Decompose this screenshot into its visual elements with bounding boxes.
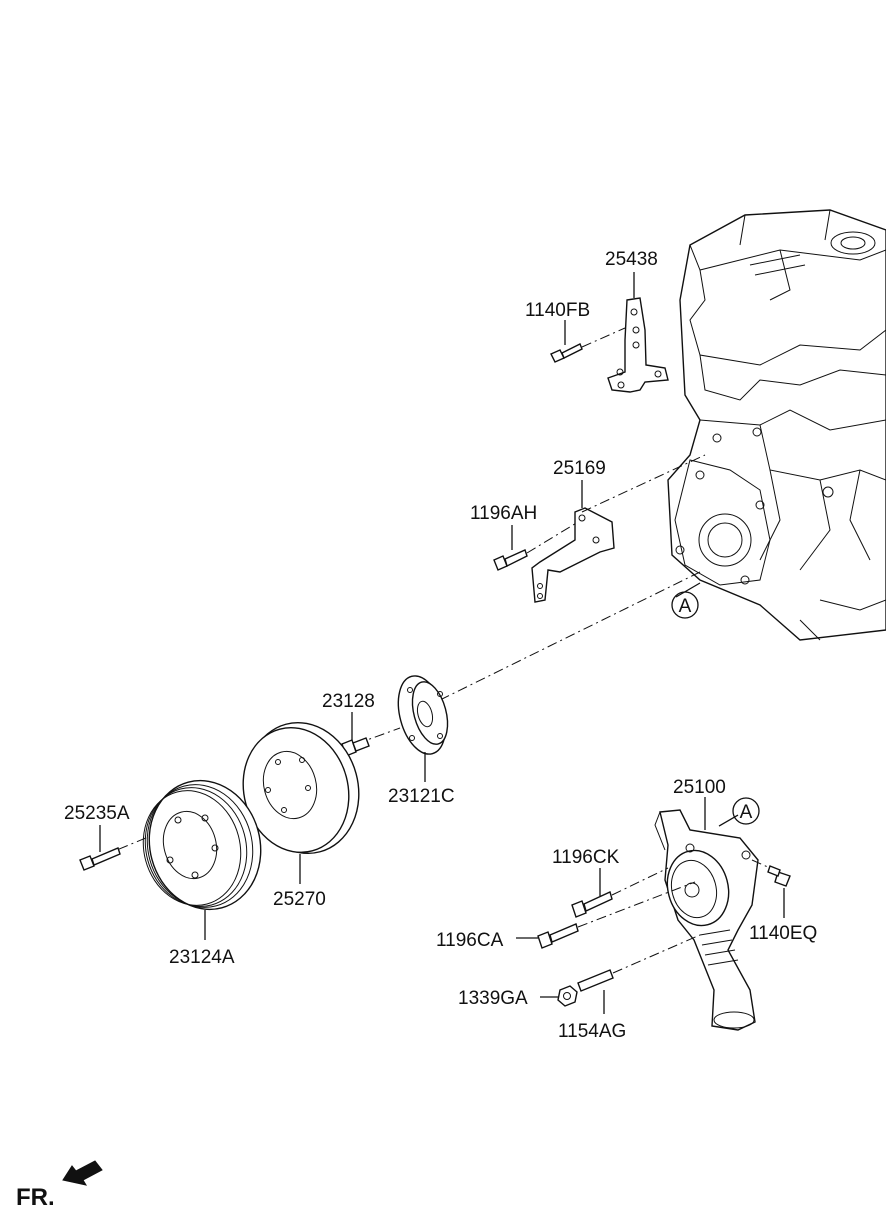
front-indicator-label: FR.	[16, 1184, 55, 1211]
front-direction-arrow-icon	[62, 1160, 103, 1186]
bracket-25169	[531, 507, 615, 603]
pulley-23124A	[142, 779, 262, 911]
label-1140EQ: 1140EQ	[749, 923, 817, 944]
label-23128: 23128	[322, 691, 375, 712]
damper-25270	[242, 721, 360, 855]
label-1339GA: 1339GA	[458, 988, 528, 1009]
label-1196AH: 1196AH	[470, 503, 537, 524]
engine-block	[667, 209, 886, 641]
water-pump-25100	[654, 809, 759, 1031]
reference-letter: A	[679, 596, 692, 617]
bolt-1196CA	[537, 923, 579, 949]
bolt-25235A	[79, 847, 121, 871]
hub-23121C	[397, 675, 449, 755]
label-23124A: 23124A	[169, 947, 235, 968]
reference-circle-a-lower: A	[732, 797, 760, 825]
label-1154AG: 1154AG	[558, 1021, 626, 1042]
label-23121C: 23121C	[388, 786, 455, 807]
bolt-1196CK	[571, 891, 613, 918]
reference-letter: A	[740, 802, 753, 823]
label-1196CK: 1196CK	[552, 847, 620, 868]
label-25270: 25270	[273, 889, 326, 910]
reference-circle-a-upper: A	[671, 591, 699, 619]
label-25235A: 25235A	[64, 803, 130, 824]
stud-1154AG	[577, 969, 614, 992]
nut-1339GA	[557, 985, 578, 1007]
label-25100: 25100	[673, 777, 726, 798]
label-1140FB: 1140FB	[525, 300, 590, 321]
label-25438: 25438	[605, 249, 658, 270]
bracket-25438	[607, 297, 669, 393]
bolt-1140EQ	[767, 865, 791, 887]
bolt-1140FB	[550, 343, 583, 363]
label-1196CA: 1196CA	[436, 930, 504, 951]
bolt-1196AH	[493, 549, 528, 571]
label-25169: 25169	[553, 458, 606, 479]
